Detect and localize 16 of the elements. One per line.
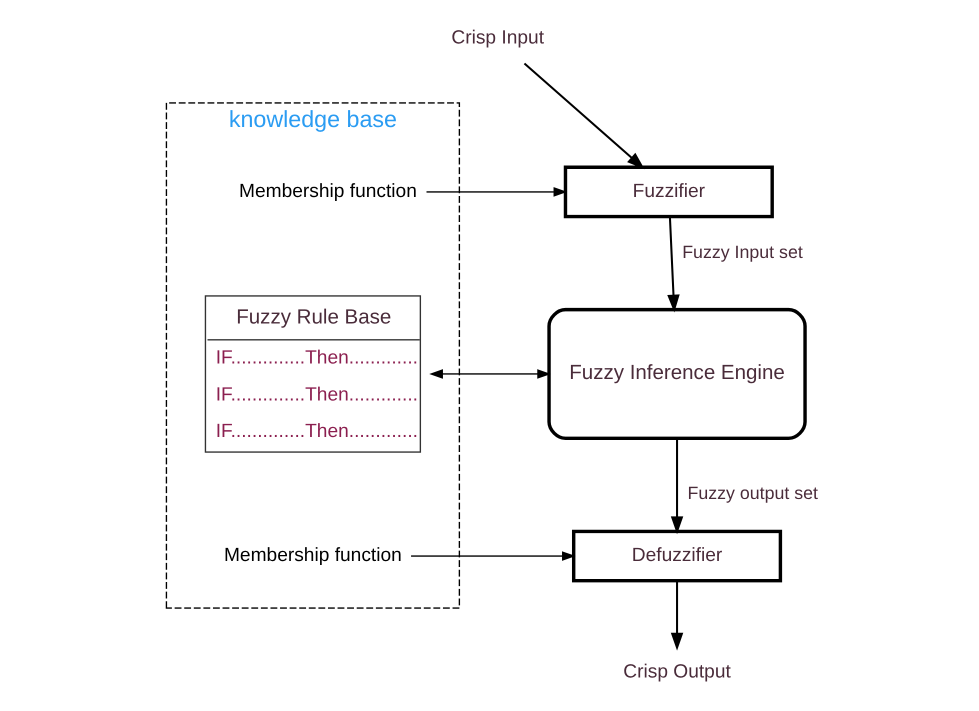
arrow: [524, 62, 645, 170]
node-text: Membership function: [224, 545, 402, 566]
node-box: Defuzzifier: [572, 530, 782, 582]
arrow: [429, 369, 551, 379]
arrow: [670, 580, 684, 651]
node-box: Fuzzifier: [564, 166, 774, 218]
node-text: Crisp Input: [451, 28, 544, 49]
arrow: [411, 551, 576, 561]
edge-label: Fuzzy Input set: [682, 242, 803, 262]
node-box: Fuzzy Inference Engine: [547, 308, 807, 440]
arrow: [667, 216, 680, 313]
node-text: Membership function: [239, 180, 417, 202]
arrow: [670, 438, 684, 534]
arrow: [426, 187, 568, 197]
node-text: Crisp Output: [623, 661, 731, 682]
edge-label: Fuzzy output set: [688, 483, 818, 504]
